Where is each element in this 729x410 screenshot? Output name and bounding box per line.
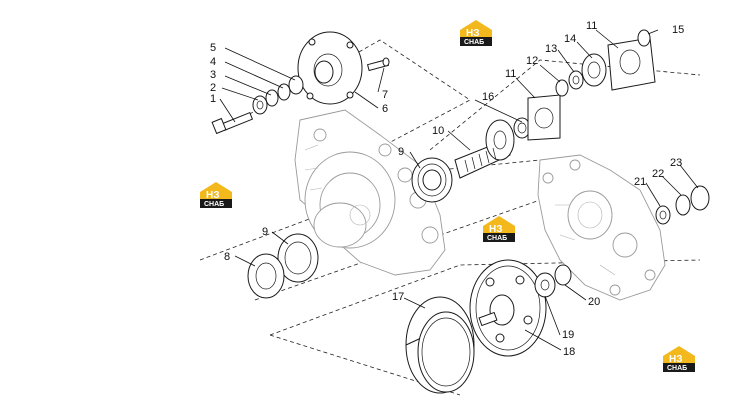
part-18-planet-gear-carrier xyxy=(469,259,547,357)
part-19-bearing xyxy=(534,272,556,298)
callout-23: 23 xyxy=(670,157,682,169)
callout-14: 14 xyxy=(564,33,576,45)
part-20-seal-ring xyxy=(554,264,572,286)
watermark-logo: НЗ СНАБ xyxy=(663,346,695,372)
svg-text:СНАБ: СНАБ xyxy=(667,365,687,372)
callout-15: 15 xyxy=(672,24,684,36)
callout-2: 2 xyxy=(210,82,216,94)
callout-4: 4 xyxy=(210,56,216,68)
callout-5: 5 xyxy=(210,42,216,54)
leader-lines xyxy=(219,29,699,351)
svg-text:НЗ: НЗ xyxy=(669,354,683,365)
callout-12: 12 xyxy=(526,55,538,67)
part-13-bearing xyxy=(568,70,584,90)
part-10-pinion-shaft xyxy=(454,119,515,179)
svg-text:НЗ: НЗ xyxy=(206,190,220,201)
rear-cover-housing xyxy=(537,154,666,301)
callout-6: 6 xyxy=(382,103,388,115)
callout-labels: 5 4 3 2 1 6 7 9 10 16 11 12 13 14 11 15 … xyxy=(210,20,684,358)
part-1-bolt xyxy=(211,111,254,135)
part-17-ring-gear xyxy=(405,296,475,394)
callout-9-lower: 9 xyxy=(262,226,268,238)
part-23-circlip xyxy=(690,185,710,211)
callout-22: 22 xyxy=(652,168,664,180)
callout-11-upper: 11 xyxy=(586,20,597,32)
callout-18: 18 xyxy=(563,346,575,358)
callout-7: 7 xyxy=(382,89,388,101)
callout-19: 19 xyxy=(562,329,574,341)
part-11-cover-plate-lower xyxy=(527,94,561,141)
assembly-guide-lines xyxy=(199,39,701,396)
part-12-spacer xyxy=(555,79,569,97)
watermark-logo: НЗ СНАБ xyxy=(483,216,515,242)
callout-20: 20 xyxy=(588,296,600,308)
svg-text:СНАБ: СНАБ xyxy=(204,201,224,208)
svg-text:СНАБ: СНАБ xyxy=(487,235,507,242)
callout-8: 8 xyxy=(224,251,230,263)
part-15-circlip xyxy=(637,29,651,47)
svg-text:НЗ: НЗ xyxy=(466,28,480,39)
callout-3: 3 xyxy=(210,69,216,81)
part-7-bolt xyxy=(366,57,390,72)
callout-9-upper: 9 xyxy=(398,146,404,158)
part-16-bearing xyxy=(513,117,531,139)
callout-11-lower: 11 xyxy=(505,68,516,80)
callout-16: 16 xyxy=(482,91,494,103)
callout-10: 10 xyxy=(432,125,444,137)
callout-17: 17 xyxy=(392,291,404,303)
part-21-bearing xyxy=(655,205,671,225)
part-9-bearing-lower xyxy=(277,233,319,283)
part-11-cover-plate-upper xyxy=(607,37,656,91)
part-22-washer xyxy=(675,194,691,216)
part-9-bearing-upper xyxy=(411,157,453,203)
parts-2-5-seals-washers xyxy=(252,75,304,115)
part-14-pinion-gear xyxy=(581,53,607,87)
svg-text:СНАБ: СНАБ xyxy=(464,39,484,46)
callout-21: 21 xyxy=(634,176,646,188)
callout-1: 1 xyxy=(210,93,216,105)
callout-13: 13 xyxy=(545,43,557,55)
part-8-oil-seal xyxy=(247,253,285,299)
part-6-flange-hub xyxy=(297,31,363,105)
svg-text:НЗ: НЗ xyxy=(489,224,503,235)
watermark-logo: НЗ СНАБ xyxy=(460,20,492,46)
watermark-logo: НЗ СНАБ xyxy=(200,182,232,208)
